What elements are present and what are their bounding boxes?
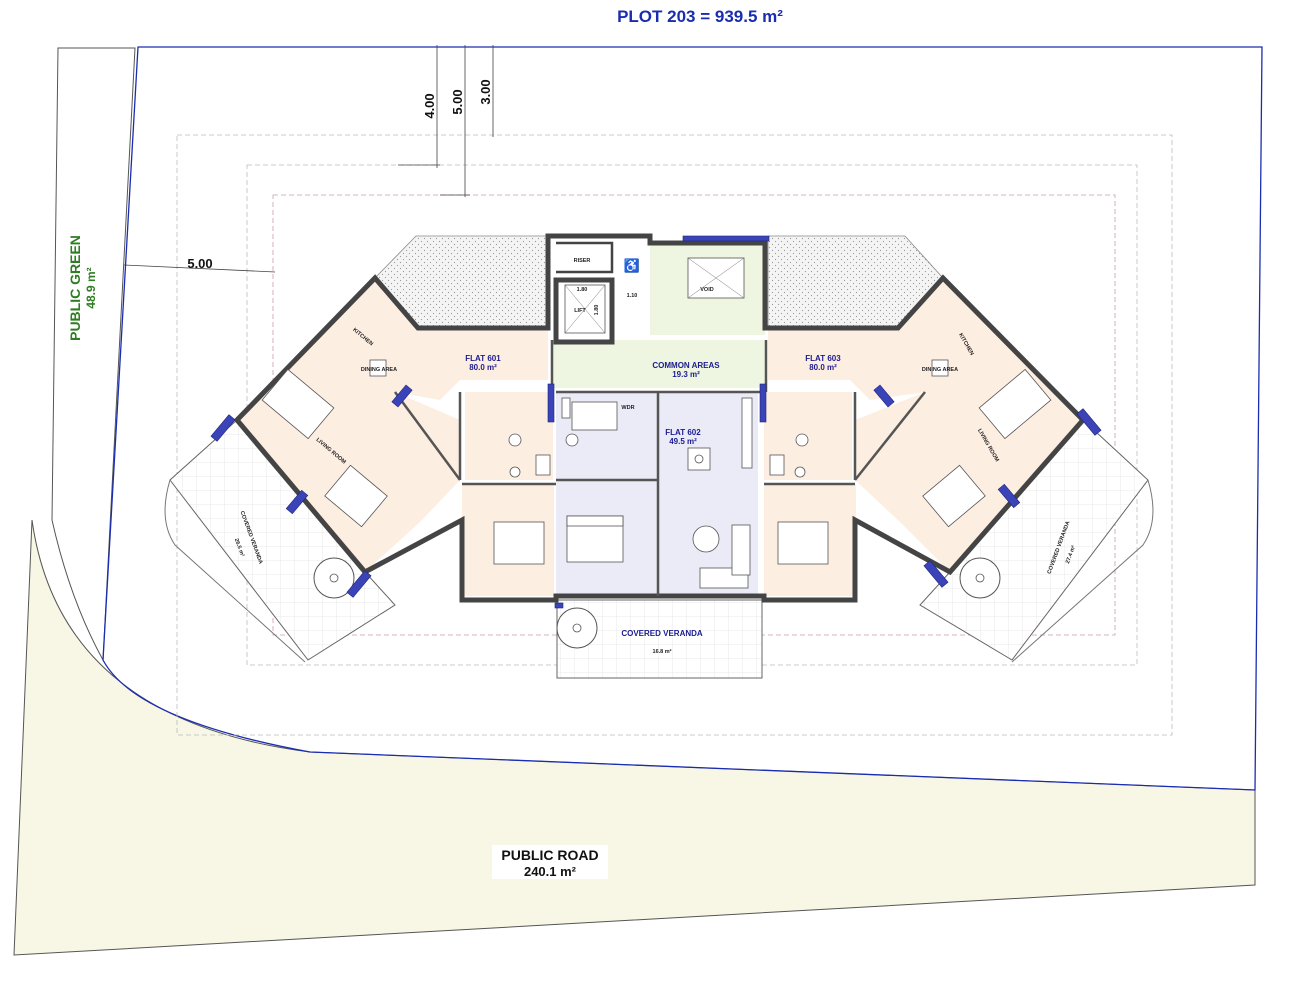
public-road-area: 240.1 m²	[524, 864, 577, 879]
common-areas-area: 19.3 m²	[672, 370, 700, 379]
flat-601-bed-zone	[300, 392, 460, 572]
dim-3-00: 3.00	[478, 79, 493, 104]
void-label: VOID	[700, 287, 713, 293]
window	[210, 414, 236, 442]
public-road-name: PUBLIC ROAD	[501, 847, 598, 863]
dimension-lines	[123, 45, 494, 273]
window	[1076, 408, 1102, 436]
interior-walls	[393, 340, 926, 596]
flat-601-area: 80.0 m²	[469, 363, 497, 372]
lift-width-dim: 1.80	[577, 287, 588, 293]
spiral-stair-602	[556, 607, 598, 649]
veranda-601-outer-edge	[164, 479, 306, 663]
flat-601-living-zone	[237, 278, 548, 495]
window	[873, 384, 895, 408]
flat-603-area: 80.0 m²	[809, 363, 837, 372]
lift-height-dim: 1.80	[594, 305, 600, 316]
common-area-zone	[552, 340, 766, 388]
public-road-label-bg	[492, 845, 608, 879]
furniture	[261, 257, 1052, 589]
dim-4-00: 4.00	[422, 93, 437, 118]
flat-602-area: 49.5 m²	[669, 437, 697, 446]
core-walls	[553, 277, 615, 345]
spiral-stair-603	[959, 557, 1001, 599]
window	[285, 489, 309, 515]
plot-boundary	[102, 46, 1263, 791]
dim-5-00-top: 5.00	[450, 89, 465, 114]
public-green-name: PUBLIC GREEN	[67, 235, 83, 341]
plot-title: PLOT 203 = 939.5 m²	[617, 7, 783, 26]
flat-603-dining: DINING AREA	[922, 367, 958, 373]
spiral-stair-601	[313, 557, 355, 599]
window	[547, 383, 555, 423]
flat-602-name: FLAT 602	[665, 428, 701, 437]
accessible-icon: ♿	[624, 258, 640, 273]
lift-label: LIFT	[574, 308, 586, 314]
flat-603-name: FLAT 603	[805, 354, 841, 363]
setback-outer	[176, 134, 1173, 736]
window	[682, 235, 770, 242]
door-width-dim: 1.10	[627, 293, 638, 299]
window	[554, 602, 564, 609]
veranda-603-outer-edge	[1011, 479, 1154, 663]
riser-walls	[556, 241, 614, 274]
public-green-area: 48.9 m²	[84, 267, 98, 308]
dim-5-00-left: 5.00	[187, 256, 212, 271]
window	[759, 383, 767, 423]
public-green-strip	[51, 47, 136, 662]
window	[923, 560, 949, 588]
window	[391, 384, 413, 408]
public-green-label: PUBLIC GREEN 48.9 m²	[67, 235, 98, 341]
flat-602-veranda-area: 16.8 m²	[653, 648, 672, 655]
window	[997, 483, 1021, 509]
common-areas-name: COMMON AREAS	[652, 361, 720, 370]
flat-602-veranda: COVERED VERANDA	[621, 629, 703, 638]
flat-601-name: FLAT 601	[465, 354, 501, 363]
flat-602-wdr: WDR	[621, 405, 634, 411]
flat-603-bed-zone	[855, 392, 1020, 572]
window	[346, 570, 372, 598]
flat-601-dining: DINING AREA	[361, 367, 397, 373]
riser-label: RISER	[574, 258, 591, 264]
flat-603-living-zone	[768, 278, 1083, 495]
